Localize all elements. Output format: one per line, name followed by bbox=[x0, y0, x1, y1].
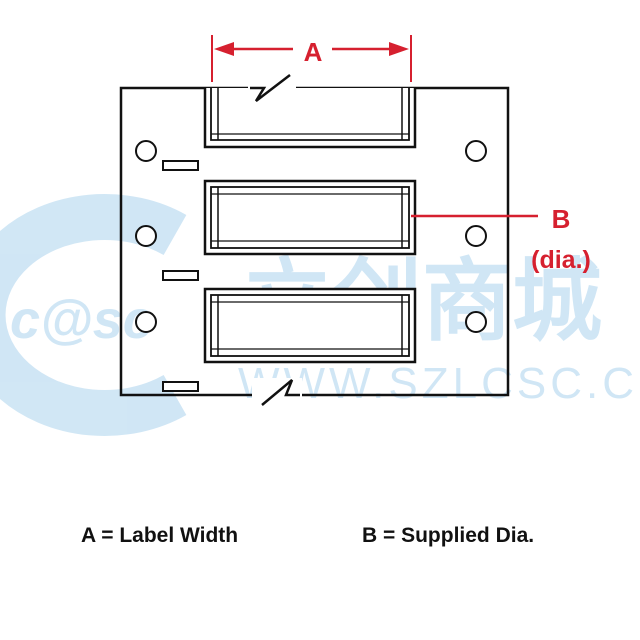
sprocket-hole-right-2 bbox=[465, 225, 487, 247]
sprocket-hole-left-1 bbox=[135, 140, 157, 162]
feed-slot-1 bbox=[162, 160, 199, 171]
label-sleeve-2 bbox=[203, 179, 417, 256]
dimension-a-label: A bbox=[304, 37, 323, 67]
feed-slot-2 bbox=[162, 270, 199, 281]
legend-supplied-diameter: B = Supplied Dia. bbox=[362, 524, 535, 547]
watermark-logo-ring bbox=[0, 194, 187, 436]
label-sleeve-1 bbox=[203, 88, 417, 149]
dimension-a-arrow-left bbox=[214, 42, 234, 56]
break-symbol-bottom bbox=[252, 378, 302, 406]
watermark-url-text: WWW.SZLCSC.COM bbox=[238, 359, 640, 408]
dimension-b-sublabel: (dia.) bbox=[531, 246, 591, 274]
dimension-b: B (dia.) bbox=[411, 204, 591, 274]
sprocket-hole-right-1 bbox=[465, 140, 487, 162]
dimension-a-arrow-right bbox=[389, 42, 409, 56]
sprocket-hole-left-3 bbox=[135, 311, 157, 333]
dimension-a: A bbox=[211, 35, 412, 82]
watermark-logo-text: c@sc bbox=[10, 290, 153, 350]
break-symbol-top bbox=[248, 74, 296, 102]
feed-slot-3 bbox=[162, 381, 199, 392]
sprocket-hole-left-2 bbox=[135, 225, 157, 247]
dimension-b-label: B bbox=[552, 204, 571, 234]
sprocket-hole-right-3 bbox=[465, 311, 487, 333]
label-sleeve-3 bbox=[203, 287, 417, 364]
legend-label-width: A = Label Width bbox=[81, 524, 239, 547]
